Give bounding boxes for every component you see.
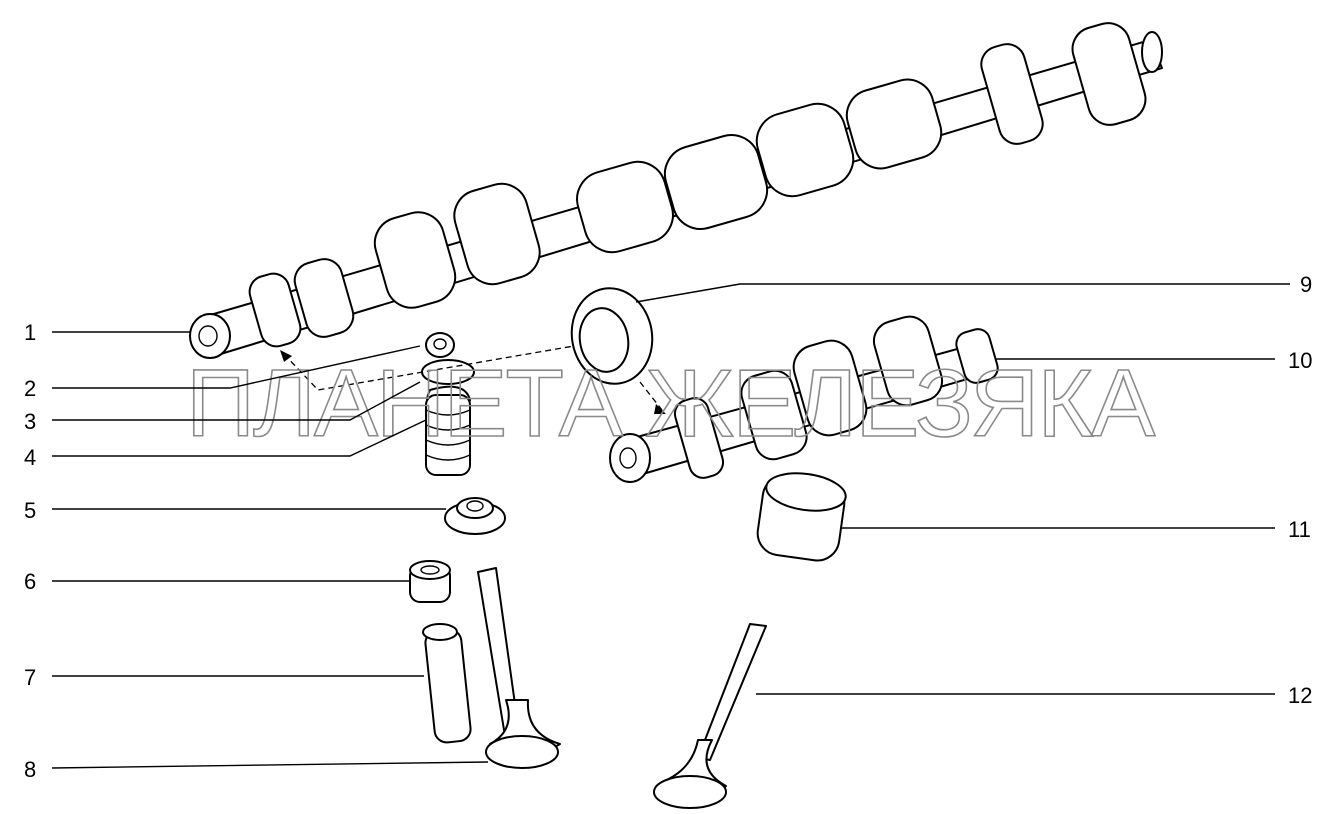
assembly-indicators bbox=[280, 345, 666, 414]
camshaft-lower bbox=[609, 315, 999, 483]
valve-stem-seal bbox=[409, 560, 451, 603]
valve-guide bbox=[422, 623, 472, 744]
intake-valve bbox=[477, 567, 561, 769]
seal-ring bbox=[570, 287, 654, 385]
callout-numbers: 1 2 3 4 5 6 7 8 9 10 11 12 bbox=[24, 272, 1312, 782]
leader-lines bbox=[51, 283, 1290, 769]
spring-seat bbox=[444, 497, 506, 535]
callout-10: 10 bbox=[1288, 348, 1312, 373]
camshaft-upper bbox=[189, 22, 1163, 359]
tappet bbox=[756, 472, 847, 562]
callout-6: 6 bbox=[24, 569, 36, 594]
watermark-text: ПЛАНЕТА ЖЕЛЕЗЯКА bbox=[186, 350, 1155, 457]
callout-5: 5 bbox=[24, 498, 36, 523]
exhaust-valve bbox=[653, 623, 767, 809]
callout-8: 8 bbox=[24, 757, 36, 782]
callout-2: 2 bbox=[24, 376, 36, 401]
callout-4: 4 bbox=[24, 445, 36, 470]
callout-7: 7 bbox=[24, 665, 36, 690]
callout-11: 11 bbox=[1288, 517, 1311, 542]
callout-9: 9 bbox=[1300, 272, 1312, 297]
callout-12: 12 bbox=[1288, 683, 1312, 708]
callout-1: 1 bbox=[24, 320, 36, 345]
valve-spring-assembly bbox=[421, 332, 475, 476]
callout-3: 3 bbox=[24, 409, 36, 434]
